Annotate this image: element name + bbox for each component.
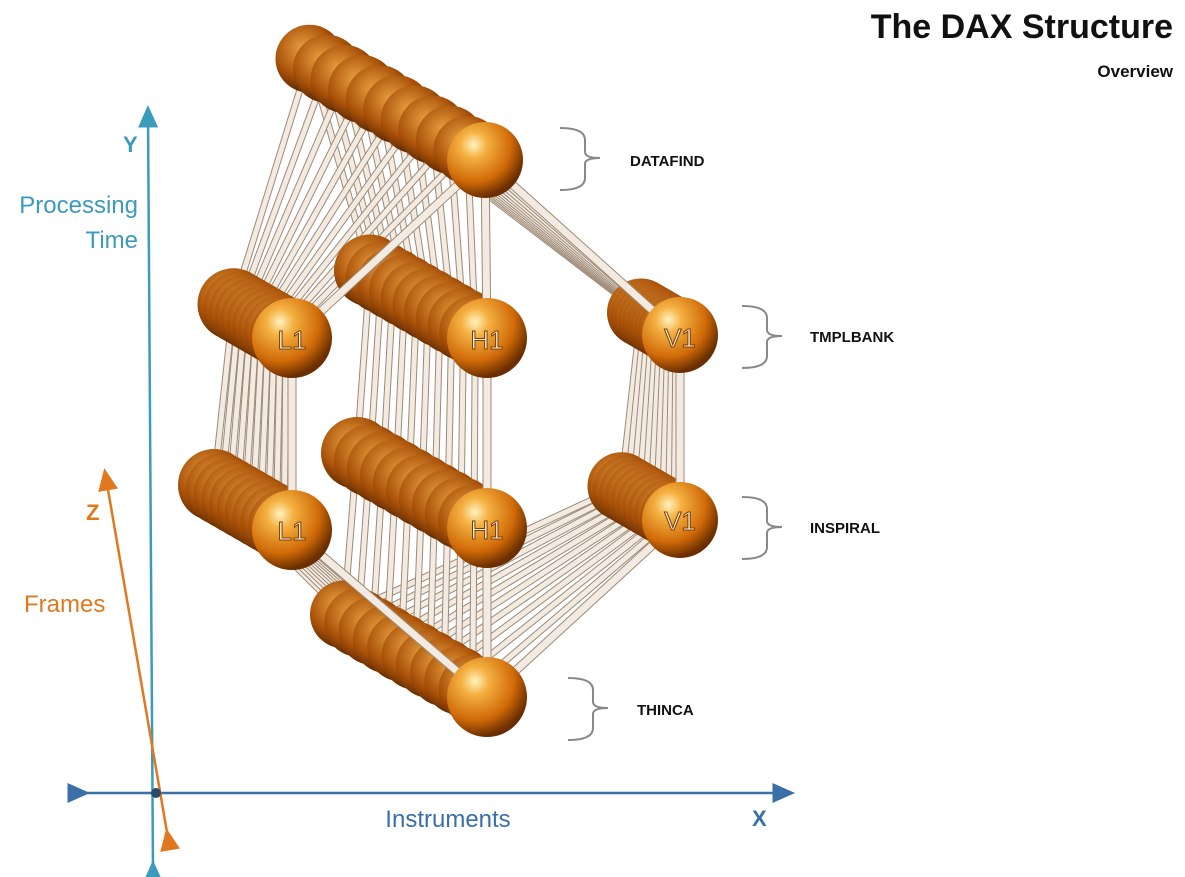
sphere-inspiral-h1 xyxy=(447,488,527,568)
axis-origin xyxy=(151,788,161,798)
node-label-inspiral-v1: V1 xyxy=(664,506,696,536)
rod-v1-th-5-highlight xyxy=(413,500,654,659)
sphere-inspiral-v1 xyxy=(642,482,718,558)
z-axis-line xyxy=(98,468,180,853)
node-labels: L1 H1 V1 L1 H1 V1 xyxy=(277,323,696,547)
sphere-tmplbank-h1 xyxy=(447,298,527,378)
tmplbank-bracket xyxy=(741,305,783,369)
rod-df-l1-10-highlight xyxy=(231,56,312,307)
stage-label-thinca: THINCA xyxy=(637,702,694,719)
rod-v1-th-2-highlight xyxy=(455,510,671,683)
node-label-inspiral-h1: H1 xyxy=(470,515,503,545)
node-label-tmplbank-h1: H1 xyxy=(470,325,503,355)
y-axis-label-line2: Time xyxy=(86,227,138,254)
thinca-bracket xyxy=(567,677,609,741)
stage-label-tmplbank: TMPLBANK xyxy=(810,329,894,346)
y-axis-line xyxy=(138,105,164,877)
rod-df-l1-5-highlight xyxy=(260,106,400,324)
rod-front-df-l1-highlight xyxy=(288,156,489,342)
z-axis-letter: Z xyxy=(86,500,99,525)
y-axis-label-line1: Processing xyxy=(19,192,138,219)
rod-df-l1-6-highlight xyxy=(254,96,383,321)
rod-front-v1-th-highlight xyxy=(483,516,684,701)
page-subtitle: Overview xyxy=(1097,62,1173,81)
datafind-bracket xyxy=(559,127,601,191)
stage-label-inspiral: INSPIRAL xyxy=(810,520,880,537)
axes: Y Processing Time Z Frames Instruments X xyxy=(19,105,795,877)
sphere-inspiral-l1 xyxy=(252,490,332,570)
z-axis-label: Frames xyxy=(24,591,105,618)
sphere-datafind xyxy=(447,122,523,198)
x-axis-letter: X xyxy=(752,806,767,831)
node-label-tmplbank-v1: V1 xyxy=(664,323,696,353)
rod-df-l1-4-highlight xyxy=(266,117,418,327)
rod-v1-th-3-highlight xyxy=(441,507,665,675)
rod-df-l1-8-highlight xyxy=(242,76,348,314)
sphere-tmplbank-v1 xyxy=(642,297,718,373)
rod-df-l1-7-highlight xyxy=(248,86,365,317)
page-title: The DAX Structure xyxy=(870,8,1173,46)
node-label-tmplbank-l1: L1 xyxy=(278,325,307,355)
y-axis-letter: Y xyxy=(123,132,138,157)
stage-label-datafind: DATAFIND xyxy=(630,153,705,170)
rod-front-df-v1-highlight xyxy=(481,156,684,339)
rod-df-l1-3-highlight xyxy=(271,127,435,331)
rod-v1-th-4-highlight xyxy=(427,504,660,667)
sphere-thinca xyxy=(447,657,527,737)
inspiral-bracket xyxy=(741,496,783,560)
node-label-inspiral-l1: L1 xyxy=(278,516,307,546)
sphere-tmplbank-l1 xyxy=(252,298,332,378)
rod-v1-th-1-highlight xyxy=(470,514,677,692)
spheres-front xyxy=(252,122,718,737)
rod-df-l1-9-highlight xyxy=(236,66,330,311)
rod-front-l1-th-highlight xyxy=(288,526,491,701)
x-axis-label: Instruments xyxy=(385,806,510,833)
stage-brackets: DATAFIND TMPLBANK INSPIRAL THINCA xyxy=(559,127,894,741)
